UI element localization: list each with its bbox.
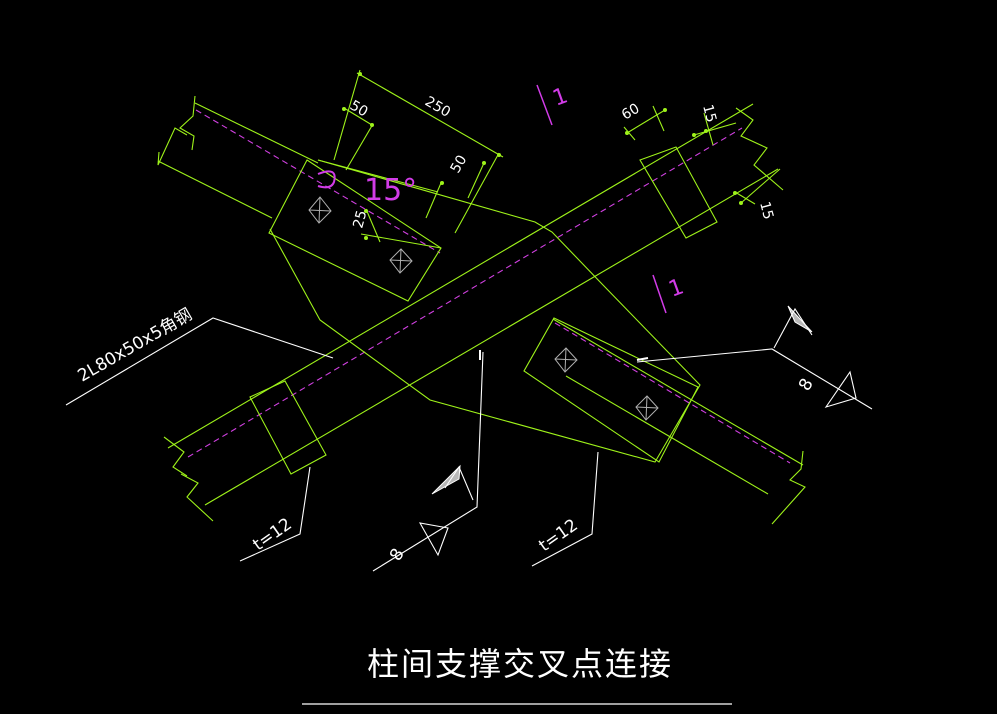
bolt-icon bbox=[635, 395, 659, 421]
break-symbol-ll-1 bbox=[163, 436, 188, 477]
plate-thickness-left: t=12 bbox=[249, 514, 295, 555]
svg-text:1: 1 bbox=[666, 274, 688, 302]
member-label: 2L80x50x5角钢 bbox=[75, 305, 196, 387]
dim-15-top: 15 bbox=[699, 103, 719, 124]
break-symbol-ul-1 bbox=[179, 95, 196, 151]
weld-size-lower: 8 bbox=[386, 545, 409, 564]
angle-arc bbox=[317, 170, 336, 189]
dim-50-top: 50 bbox=[347, 98, 370, 121]
break-symbol-lr-1 bbox=[771, 450, 806, 525]
brace-member-ascending bbox=[163, 103, 784, 522]
section-mark-1: 1 bbox=[536, 83, 572, 126]
dimension-lines bbox=[333, 69, 781, 249]
dim-50-right: 50 bbox=[448, 153, 471, 176]
section-mark-2: 1 bbox=[652, 274, 688, 314]
dim-15-right: 15 bbox=[756, 200, 776, 221]
plate-leader-left bbox=[239, 466, 311, 562]
dim-250: 250 bbox=[422, 94, 453, 121]
connection-plate-lower bbox=[523, 317, 699, 463]
brace-member-descending bbox=[157, 95, 806, 525]
plate-leader-right bbox=[531, 451, 599, 567]
connection-plate-upper bbox=[268, 159, 442, 302]
drawing-title: 柱间支撑交叉点连接 bbox=[367, 645, 673, 683]
dim-60: 60 bbox=[619, 101, 642, 124]
weld-symbol-lower bbox=[372, 350, 484, 572]
weld-size-right: 8 bbox=[795, 375, 818, 394]
gusset-plate-center bbox=[269, 159, 701, 463]
angle-label: 15° bbox=[364, 173, 417, 208]
dimension-ticks bbox=[342, 72, 743, 240]
filler-plate-upper bbox=[639, 146, 718, 239]
bolt-icon bbox=[389, 248, 413, 274]
dim-25: 25 bbox=[350, 209, 370, 230]
filler-plate-lower bbox=[249, 380, 327, 475]
member-label-leader bbox=[65, 317, 334, 406]
break-symbol-ur bbox=[735, 107, 784, 191]
break-symbol-ul-2 bbox=[157, 127, 188, 166]
bolt-symbols bbox=[308, 196, 659, 421]
bolt-icon bbox=[554, 347, 578, 373]
weld-symbol-right bbox=[636, 305, 873, 410]
plate-thickness-right: t=12 bbox=[535, 515, 581, 556]
bolt-icon bbox=[308, 196, 332, 224]
svg-text:1: 1 bbox=[550, 83, 572, 111]
break-symbol-ll-2 bbox=[180, 473, 214, 522]
